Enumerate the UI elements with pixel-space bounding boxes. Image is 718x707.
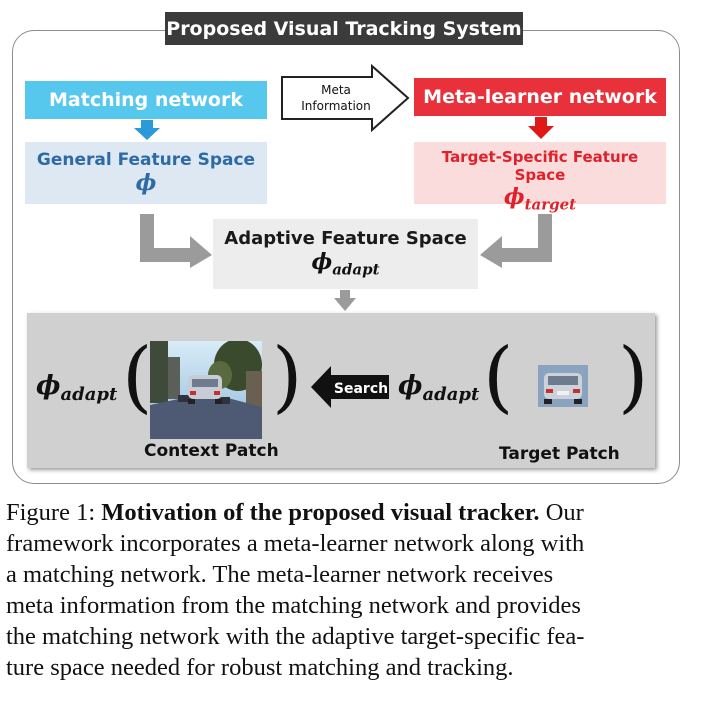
caption-line-3: meta information from the matching netwo… [6,592,581,619]
diagram-title: Proposed Visual Tracking System [165,12,523,45]
adaptive-feature-space-box: Adaptive Feature Space ϕadapt [213,219,478,289]
meta-information-arrow: Meta Information [281,64,410,132]
meta-arrow-line2: Information [301,99,370,113]
context-left-paren: ( [122,332,153,422]
caption-line-0: Our [539,499,584,526]
context-phi-symbol: ϕadapt [36,371,118,406]
general-feature-space-box: General Feature Space ϕ [25,142,267,204]
context-right-paren: ) [272,332,303,422]
meta-arrow-line1: Meta [321,83,351,97]
meta-learner-network-box: Meta-learner network [414,78,666,116]
gray-down-arrow [334,290,356,311]
caption-bold: Motivation of the proposed visual tracke… [101,499,540,526]
target-patch-label: Target Patch [499,444,620,464]
target-phi-symbol-2: ϕadapt [398,371,480,406]
general-phi-symbol: ϕ [135,170,157,196]
general-feature-space-label: General Feature Space [36,150,256,170]
matching-network-box: Matching network [25,81,267,119]
left-elbow-arrow [140,214,212,268]
search-label: Search [334,381,388,397]
caption-line-4: the matching network with the adaptive t… [6,623,585,650]
caption-line-1: framework incorporates a meta-learner ne… [6,530,585,557]
target-patch-image [538,365,588,407]
caption-line-2: a matching network. The meta-learner net… [6,561,554,588]
target-right-paren: ) [618,332,649,422]
target-feature-space-box: Target-Specific Feature Space ϕtarget [414,142,666,213]
adapt-phi-symbol: ϕadapt [311,249,380,279]
context-patch-image [150,341,262,439]
red-down-arrow [528,117,554,139]
right-elbow-arrow [480,214,552,268]
caption-line-5: ture space needed for robust matching an… [6,654,514,681]
caption-prefix: Figure 1: [6,499,102,526]
search-arrow: Search [311,366,389,408]
figure-caption: Figure 1: Motivation of the proposed vis… [6,497,712,683]
adaptive-feature-space-label: Adaptive Feature Space [224,228,467,249]
target-phi-symbol: ϕtarget [503,184,577,214]
context-patch-label: Context Patch [144,441,279,461]
target-left-paren: ( [483,332,514,422]
blue-down-arrow [134,120,160,140]
target-feature-space-label: Target-Specific Feature Space [441,148,639,184]
